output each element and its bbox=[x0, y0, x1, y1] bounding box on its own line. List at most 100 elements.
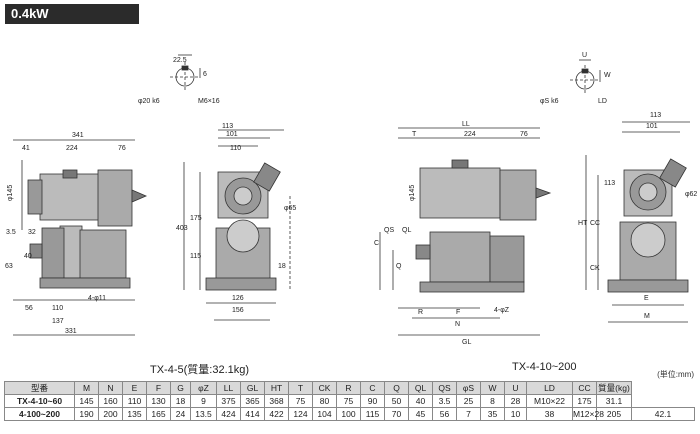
table-cell: 165 bbox=[146, 407, 171, 421]
table-header-cell: φS bbox=[456, 381, 481, 395]
table-cell: 422 bbox=[264, 407, 289, 421]
dim-N: N bbox=[455, 321, 460, 328]
dim-63: 63 bbox=[5, 263, 13, 270]
side-dim-403: 403 bbox=[176, 225, 188, 232]
table-cell: 124 bbox=[288, 407, 313, 421]
side-dim-E: E bbox=[644, 295, 649, 302]
table-cell: 9 bbox=[190, 394, 217, 408]
table-header-cell: CC bbox=[572, 381, 597, 395]
table-cell: 75 bbox=[288, 394, 313, 408]
dim-R: R bbox=[418, 309, 423, 316]
side-dim-156: 156 bbox=[232, 307, 244, 314]
dim-224: 224 bbox=[66, 145, 78, 152]
table-header-cell: N bbox=[98, 381, 123, 395]
dim-40: 40 bbox=[24, 253, 32, 260]
dim-41: 41 bbox=[22, 145, 30, 152]
dim-T: T bbox=[412, 131, 417, 138]
table-cell: M12×28 bbox=[572, 407, 604, 421]
dim-32: 32 bbox=[28, 229, 36, 236]
dim-motor-dia: φ145 bbox=[7, 185, 14, 201]
table-cell: 18 bbox=[170, 394, 191, 408]
dim-motor-dia-right: φ145 bbox=[409, 185, 416, 201]
table-header-cell: T bbox=[288, 381, 313, 395]
right-shaft-dia: φS k6 bbox=[540, 98, 559, 105]
side-dim-101-right: 101 bbox=[646, 123, 658, 130]
left-key-size: 6 bbox=[203, 71, 207, 78]
dim-LL: LL bbox=[462, 121, 470, 128]
right-key-size: W bbox=[604, 72, 611, 79]
table-header-cell: LL bbox=[216, 381, 241, 395]
table-cell: 375 bbox=[216, 394, 241, 408]
table-cell: 104 bbox=[312, 407, 337, 421]
dim-137: 137 bbox=[52, 318, 64, 325]
right-drawing-caption: TX-4-10~200 bbox=[512, 361, 577, 373]
dim-224-right: 224 bbox=[464, 131, 476, 138]
side-dim-phi65: φ65 bbox=[284, 205, 296, 212]
table-header-cell: F bbox=[146, 381, 171, 395]
side-dim-113: 113 bbox=[222, 123, 233, 130]
unit-note: (単位:mm) bbox=[657, 370, 694, 379]
table-cell: 368 bbox=[264, 394, 289, 408]
dim-56: 56 bbox=[25, 305, 33, 312]
table-cell: 13.5 bbox=[190, 407, 217, 421]
table-header-cell: LD bbox=[526, 381, 573, 395]
dim-QL: QL bbox=[402, 227, 411, 234]
table-cell: 31.1 bbox=[596, 394, 632, 408]
page-title: 0.4kW bbox=[5, 4, 139, 24]
table-cell: 10 bbox=[504, 407, 527, 421]
table-header-cell: HT bbox=[264, 381, 289, 395]
table-cell: 3.5 bbox=[432, 394, 457, 408]
side-dim-113-right: 113 bbox=[650, 112, 661, 119]
side-dim-HT: HT bbox=[578, 220, 588, 227]
left-shaft-detail bbox=[170, 54, 201, 92]
table-cell: 25 bbox=[456, 394, 481, 408]
side-dim-CC: CC bbox=[590, 220, 600, 227]
table-cell: 100 bbox=[336, 407, 361, 421]
right-key-width: U bbox=[582, 52, 587, 59]
table-header-cell: QL bbox=[408, 381, 433, 395]
dim-bolt-holes-right: 4-φZ bbox=[494, 307, 510, 314]
table-header-cell: E bbox=[122, 381, 147, 395]
dim-F: F bbox=[456, 309, 460, 316]
dim-C: C bbox=[374, 240, 379, 247]
table-cell: 190 bbox=[74, 407, 99, 421]
dim-3-5: 3.5 bbox=[6, 229, 16, 236]
table-header-cell: 質量(kg) bbox=[596, 381, 632, 395]
table-cell: 145 bbox=[74, 394, 99, 408]
table-header-cell: QS bbox=[432, 381, 457, 395]
table-cell-model: TX-4-10~60 bbox=[4, 394, 75, 408]
table-header-cell: Q bbox=[384, 381, 409, 395]
table-header-cell: φZ bbox=[190, 381, 217, 395]
table-cell: 24 bbox=[170, 407, 191, 421]
table-cell: 8 bbox=[480, 394, 505, 408]
dim-341: 341 bbox=[72, 132, 84, 139]
table-cell: 160 bbox=[98, 394, 123, 408]
dim-110: 110 bbox=[52, 305, 63, 312]
left-drawing-caption: TX-4-5(質量:32.1kg) bbox=[150, 364, 250, 376]
left-front-view bbox=[13, 139, 148, 336]
table-cell: 414 bbox=[240, 407, 265, 421]
table-cell: 75 bbox=[336, 394, 361, 408]
left-tap-size: M6×16 bbox=[198, 98, 220, 105]
dim-GL: GL bbox=[462, 339, 471, 346]
right-tap-size: LD bbox=[598, 98, 607, 105]
table-cell: 175 bbox=[572, 394, 597, 408]
left-shaft-dia: φ20 k6 bbox=[138, 98, 160, 105]
table-header-cell: R bbox=[336, 381, 361, 395]
table-cell: 42.1 bbox=[631, 407, 695, 421]
table-cell: 28 bbox=[504, 394, 527, 408]
side-dim-115: 115 bbox=[190, 253, 201, 260]
table-cell: 130 bbox=[146, 394, 171, 408]
table-cell: 40 bbox=[408, 394, 433, 408]
table-cell: 80 bbox=[312, 394, 337, 408]
table-cell: 200 bbox=[98, 407, 123, 421]
side-dim-phi62: φ62 bbox=[685, 191, 697, 198]
table-cell: 56 bbox=[432, 407, 457, 421]
table-cell: 50 bbox=[384, 394, 409, 408]
dim-bolt-holes: 4-φ11 bbox=[88, 295, 106, 302]
table-cell: 7 bbox=[456, 407, 481, 421]
dim-76-right: 76 bbox=[520, 131, 528, 138]
